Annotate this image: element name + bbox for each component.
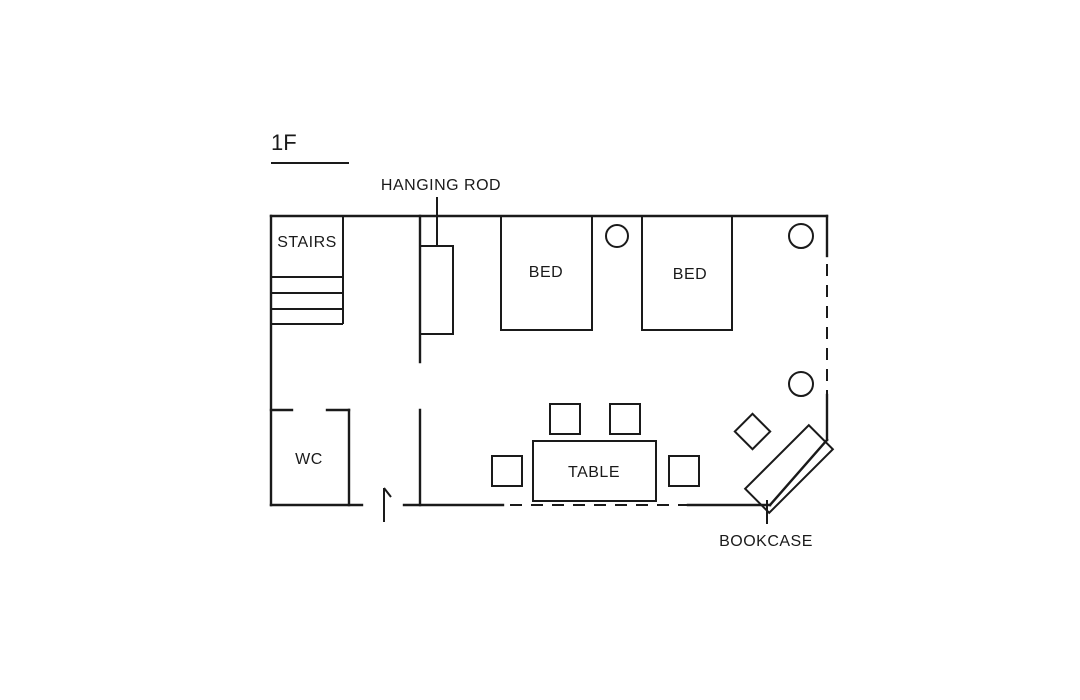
bookcase-label: BOOKCASE bbox=[719, 533, 813, 550]
round-lamp-2 bbox=[788, 223, 814, 249]
bed-2-label: BED bbox=[673, 266, 707, 283]
table bbox=[532, 440, 657, 502]
hanging-rod-closet bbox=[419, 245, 454, 335]
floor-label: 1F bbox=[271, 130, 297, 155]
hanging-rod-label: HANGING ROD bbox=[381, 177, 501, 194]
bookcase bbox=[743, 423, 835, 515]
round-lamp-1 bbox=[605, 224, 629, 248]
stairs-label: STAIRS bbox=[277, 234, 337, 251]
bed-1 bbox=[500, 215, 593, 331]
bed-1-label: BED bbox=[529, 264, 563, 281]
bed-2 bbox=[641, 215, 733, 331]
wc-label: WC bbox=[295, 451, 323, 468]
chair-2 bbox=[609, 403, 641, 435]
chair-4 bbox=[668, 455, 700, 487]
diamond-stool bbox=[733, 412, 772, 451]
wc-room bbox=[269, 408, 351, 507]
chair-1 bbox=[549, 403, 581, 435]
table-label: TABLE bbox=[568, 464, 620, 481]
entrance-arrow bbox=[383, 487, 392, 522]
round-lamp-3 bbox=[788, 371, 814, 397]
corner-diagonal-wall bbox=[768, 438, 829, 507]
stairs bbox=[271, 216, 344, 325]
chair-3 bbox=[491, 455, 523, 487]
